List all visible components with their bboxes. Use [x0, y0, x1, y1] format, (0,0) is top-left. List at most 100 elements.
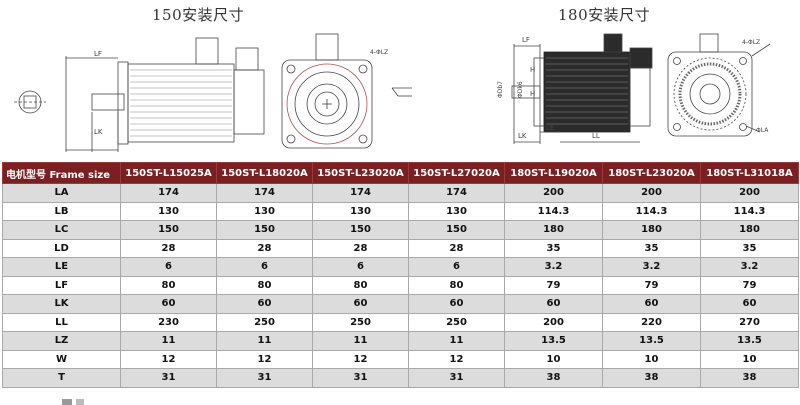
label-h2-180: H — [530, 90, 535, 98]
table-cell: 13.5 — [504, 331, 603, 351]
front-ring-180 — [689, 73, 731, 115]
table-cell: 35 — [602, 238, 701, 258]
drawing-180-front-view — [667, 33, 771, 137]
table-cell: 180 — [602, 220, 701, 240]
table-cell: 31 — [120, 368, 217, 388]
table-cell: 174 — [120, 183, 217, 203]
table-cell: 130 — [312, 201, 409, 221]
cooling-fins-150 — [130, 69, 232, 137]
row-label: LF — [2, 275, 121, 295]
row-label: LA — [2, 183, 121, 203]
footer-mark — [62, 399, 72, 405]
table-cell: 38 — [504, 368, 603, 388]
mount-hole-tr-180 — [739, 57, 747, 65]
mount-hole-bl-180 — [673, 123, 681, 131]
table-cell: 13.5 — [602, 331, 701, 351]
label-lf-180: LF — [522, 36, 530, 44]
row-label: LK — [2, 294, 121, 314]
table-cell: 6 — [408, 257, 505, 277]
front-hub-180 — [699, 83, 721, 105]
table-cell: 79 — [700, 275, 799, 295]
table-cell: 11 — [216, 331, 313, 351]
power-connector-180 — [603, 33, 623, 53]
header-model: 150ST-L23020A — [312, 162, 409, 184]
table-cell: 28 — [120, 238, 217, 258]
label-ll-180: LL — [592, 132, 600, 140]
title-180-mounting: 180安装尺寸 — [558, 6, 651, 24]
table-cell: 60 — [700, 294, 799, 314]
table-cell: 31 — [312, 368, 409, 388]
table-cell: 114.3 — [700, 201, 799, 221]
table-cell: 220 — [602, 312, 701, 332]
table-cell: 230 — [120, 312, 217, 332]
table-cell: 114.3 — [504, 201, 603, 221]
table-cell: 28 — [312, 238, 409, 258]
front-connector-150 — [315, 33, 339, 61]
table-cell: 150 — [408, 220, 505, 240]
table-cell: 130 — [216, 201, 313, 221]
table-cell: 250 — [216, 312, 313, 332]
label-db-180: ΦDb7 — [497, 81, 504, 98]
table-cell: 60 — [312, 294, 409, 314]
mount-hole-tr — [358, 64, 368, 74]
table-cell: 6 — [312, 257, 409, 277]
footer-marks — [62, 399, 84, 405]
label-le-180: LE — [546, 124, 554, 132]
drawing-150-side-view — [14, 37, 265, 152]
drawing-180-side-view — [511, 33, 653, 144]
table-cell: 11 — [120, 331, 217, 351]
table-cell: 6 — [216, 257, 313, 277]
table-cell: 79 — [602, 275, 701, 295]
table-cell: 60 — [216, 294, 313, 314]
label-h1-180: H — [530, 66, 535, 74]
table-cell: 38 — [602, 368, 701, 388]
rear-cap-180 — [629, 67, 651, 127]
table-cell: 12 — [216, 349, 313, 369]
front-connector-180 — [699, 33, 719, 53]
flange-pcd-150 — [286, 63, 368, 145]
table-cell: 12 — [312, 349, 409, 369]
table-cell: 250 — [408, 312, 505, 332]
row-label: LZ — [2, 331, 121, 351]
table-cell: 13.5 — [700, 331, 799, 351]
table-header-row: 电机型号 Frame size 150ST-L15025A 150ST-L180… — [2, 162, 799, 184]
mount-hole-tl-180 — [673, 57, 681, 65]
table-cell: 114.3 — [602, 201, 701, 221]
power-connector-150 — [195, 37, 219, 65]
label-lk-180: LK — [518, 132, 527, 140]
header-model: 150ST-L27020A — [408, 162, 505, 184]
table-cell: 10 — [504, 349, 603, 369]
table-cell: 130 — [120, 201, 217, 221]
table-cell: 60 — [504, 294, 603, 314]
table-cell: 60 — [120, 294, 217, 314]
front-fins-180 — [678, 62, 742, 126]
table-cell: 35 — [504, 238, 603, 258]
front-ring-inner-150 — [314, 91, 340, 117]
header-model: 180ST-L19020A — [504, 162, 603, 184]
drawing-150-front-view — [281, 33, 412, 149]
row-label: LC — [2, 220, 121, 240]
mount-hole-bl — [286, 134, 296, 144]
dimensions-table: 电机型号 Frame size 150ST-L15025A 150ST-L180… — [2, 162, 799, 388]
row-label: LL — [2, 312, 121, 332]
header-model: 180ST-L31018A — [700, 162, 799, 184]
flange-180 — [533, 57, 545, 127]
table-cell: 200 — [504, 312, 603, 332]
mount-hole-tl — [286, 64, 296, 74]
table-cell: 28 — [408, 238, 505, 258]
table-cell: 80 — [216, 275, 313, 295]
table-cell: 11 — [408, 331, 505, 351]
table-cell: 250 — [312, 312, 409, 332]
table-cell: 10 — [602, 349, 701, 369]
table-cell: 180 — [700, 220, 799, 240]
table-cell: 80 — [408, 275, 505, 295]
header-model: 180ST-L23020A — [602, 162, 701, 184]
table-cell: 3.2 — [602, 257, 701, 277]
